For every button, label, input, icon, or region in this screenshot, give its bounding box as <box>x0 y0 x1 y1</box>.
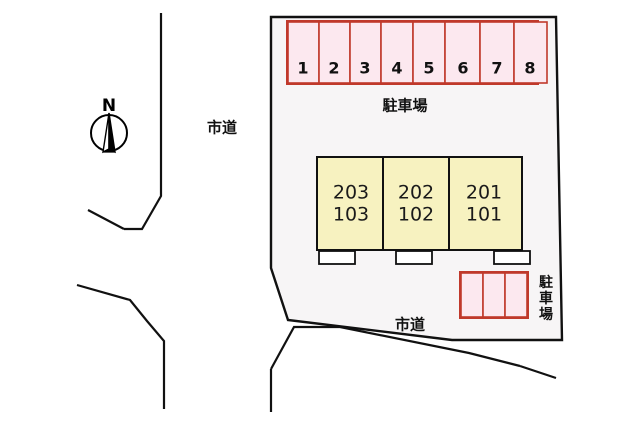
parking-stall-6-label: 6 <box>457 59 468 78</box>
road-label-south: 市道 <box>395 316 425 334</box>
unit-101-lower-label: 101 <box>466 204 502 226</box>
unit-203-upper-label: 203 <box>333 182 369 204</box>
parking-stall[interactable] <box>460 272 484 318</box>
parking-stall-4-label: 4 <box>391 59 402 78</box>
compass-north-label: N <box>102 96 116 116</box>
parking-stall[interactable]: 7 <box>479 21 515 84</box>
entrance-stoop-unit-102 <box>395 250 433 265</box>
parking-stall[interactable]: 3 <box>349 21 382 84</box>
parking-stall-7-label: 7 <box>491 59 502 78</box>
parking-stall[interactable]: 1 <box>287 21 320 84</box>
parking-stall-b3-rect[interactable] <box>504 272 528 318</box>
parking-stall[interactable]: 6 <box>444 21 481 84</box>
road-line-west-upper <box>124 13 163 231</box>
entrance-stoop-unit-101 <box>493 250 531 265</box>
parking-stall[interactable]: 5 <box>412 21 446 84</box>
parking-bottom-label-char-3: 場 <box>539 306 553 323</box>
building-unit[interactable]: 203 103 <box>316 156 384 251</box>
parking-stall[interactable]: 2 <box>318 21 351 84</box>
parking-stall-8-label: 8 <box>524 59 535 78</box>
apartment-building: 203 103 202 102 201 101 <box>316 156 531 265</box>
unit-103-lower-label: 103 <box>333 204 369 226</box>
parking-bottom-label-char-1: 駐 <box>539 274 553 291</box>
unit-202-102-rect[interactable] <box>382 156 450 251</box>
unit-203-103-rect[interactable] <box>316 156 384 251</box>
unit-201-101-rect[interactable] <box>448 156 523 251</box>
parking-stall[interactable]: 8 <box>513 21 548 84</box>
parking-area-bottom: 駐 車 場 <box>459 271 553 323</box>
parking-stall-1-label: 1 <box>297 59 308 78</box>
parking-stall[interactable] <box>504 272 528 318</box>
parking-bottom-label-char-2: 車 <box>539 290 553 307</box>
road-label-north: 市道 <box>207 119 237 137</box>
parking-stall-2-label: 2 <box>328 59 339 78</box>
parking-stall-2-rect[interactable] <box>318 21 351 84</box>
road-line-west-upper-spur <box>87 209 125 230</box>
parking-top-label: 駐車場 <box>382 97 427 115</box>
unit-202-upper-label: 202 <box>398 182 434 204</box>
parking-area-top: 1 2 3 4 5 6 7 8 駐車場 <box>286 20 548 115</box>
entrance-stoop-unit-103 <box>318 250 356 265</box>
road-network <box>76 13 557 412</box>
parking-stall[interactable] <box>482 272 506 318</box>
parking-stall-8-rect[interactable] <box>513 21 548 84</box>
building-unit[interactable]: 201 101 <box>448 156 523 251</box>
building-unit[interactable]: 202 102 <box>382 156 450 251</box>
compass-north-icon: N <box>90 96 128 154</box>
parking-stall-b2-rect[interactable] <box>482 272 506 318</box>
parking-stall[interactable]: 4 <box>380 21 414 84</box>
parking-stall-b1-rect[interactable] <box>460 272 484 318</box>
parking-stall-3-label: 3 <box>359 59 370 78</box>
parking-stall-3-rect[interactable] <box>349 21 382 84</box>
unit-102-lower-label: 102 <box>398 204 434 226</box>
parking-stall-1-rect[interactable] <box>287 21 320 84</box>
compass-needle-base <box>102 148 116 153</box>
unit-201-upper-label: 201 <box>466 182 502 204</box>
road-line-west-lower <box>76 283 166 409</box>
parking-stall-5-label: 5 <box>423 59 434 78</box>
road-line-south <box>270 325 521 370</box>
road-line-south-right <box>519 364 557 380</box>
